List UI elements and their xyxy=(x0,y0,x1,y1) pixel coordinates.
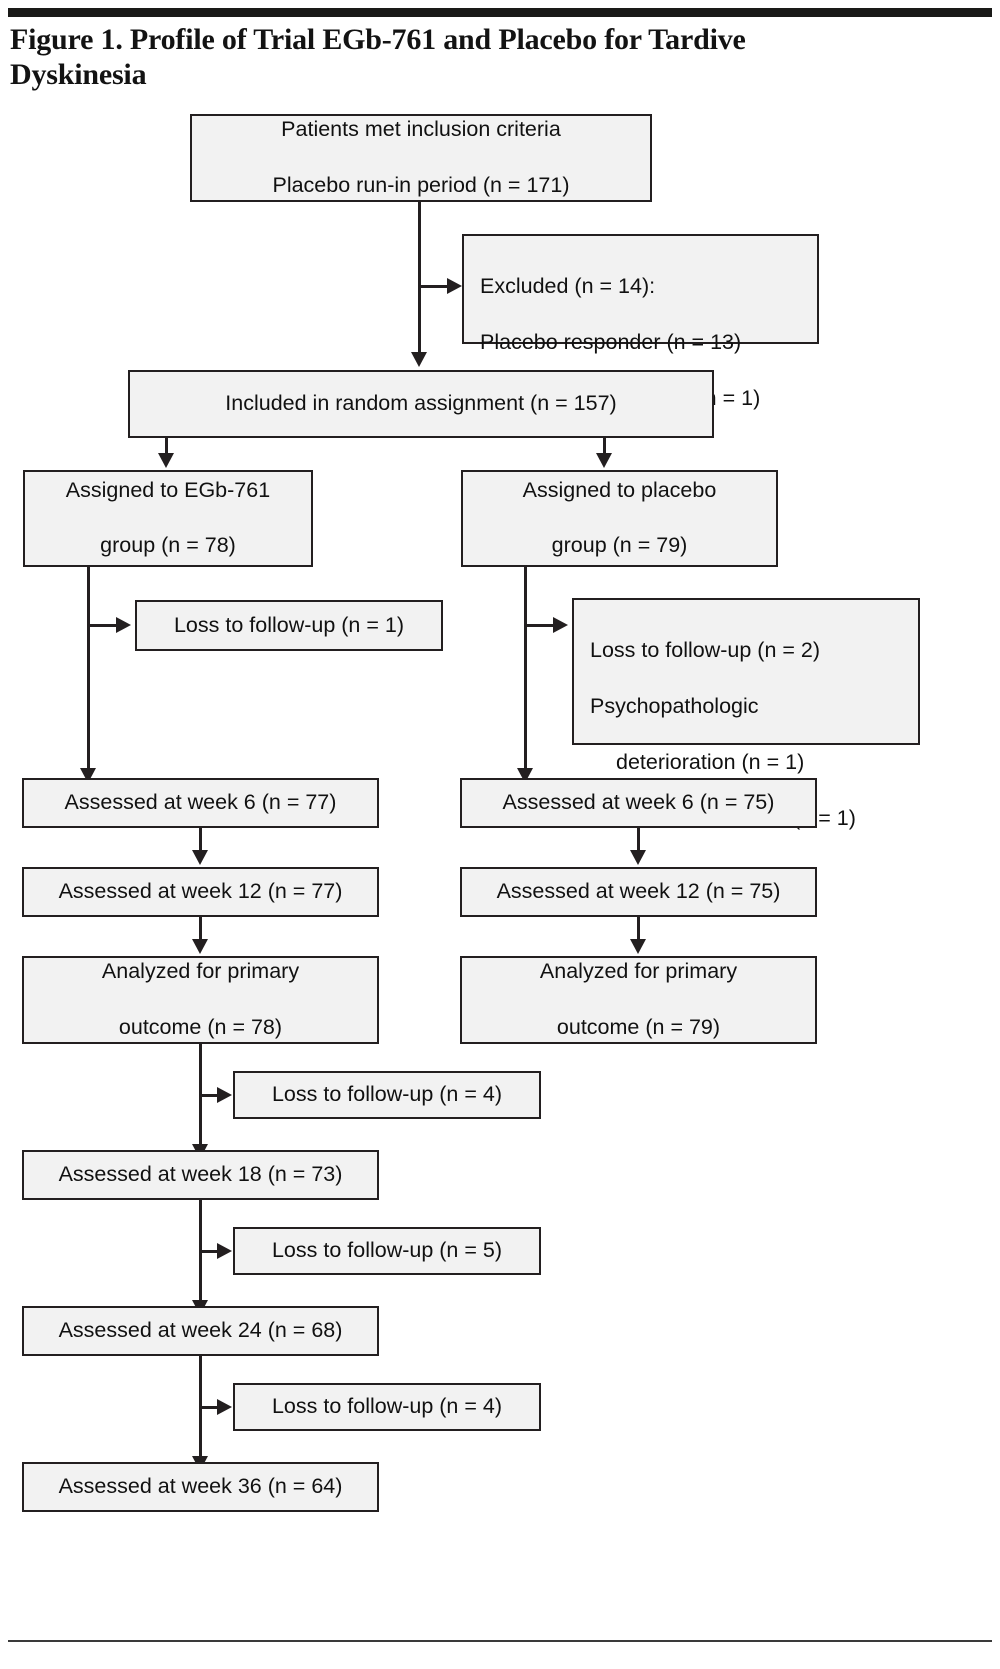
arrow-egb-to-loss1 xyxy=(116,617,131,633)
placebo-loss-1-line-3: deterioration (n = 1) xyxy=(616,749,805,774)
arrow-egb-to-loss3 xyxy=(217,1243,232,1259)
top-rule xyxy=(8,8,992,17)
arrow-enrolled-to-excluded xyxy=(447,278,462,294)
node-egb-week12: Assessed at week 12 (n = 77) xyxy=(22,867,379,917)
node-excluded: Excluded (n = 14): Placebo responder (n … xyxy=(462,234,819,410)
enrolled-line-2: Placebo run-in period (n = 171) xyxy=(272,172,570,197)
node-placebo-week12: Assessed at week 12 (n = 75) xyxy=(460,867,817,917)
node-egb-week6: Assessed at week 6 (n = 77) xyxy=(22,778,379,828)
connector-enrolled-trunk xyxy=(418,202,421,354)
connector-egb-w12-analyzed xyxy=(199,917,202,941)
egb-loss-2-text: Loss to follow-up (n = 4) xyxy=(271,1082,503,1107)
placebo-assigned-line-2: group (n = 79) xyxy=(551,533,688,558)
egb-analyzed-line-1: Analyzed for primary xyxy=(101,959,300,984)
node-egb-assigned: Assigned to EGb-761 group (n = 78) xyxy=(23,470,313,567)
arrow-egb-w12-to-analyzed xyxy=(192,939,208,954)
node-egb-loss-4: Loss to follow-up (n = 4) xyxy=(233,1383,541,1431)
figure-title: Figure 1. Profile of Trial EGb-761 and P… xyxy=(10,23,746,92)
node-egb-week18: Assessed at week 18 (n = 73) xyxy=(22,1150,379,1200)
connector-enrolled-to-excluded xyxy=(418,285,454,288)
connector-placebo-w6-w12 xyxy=(637,828,640,852)
arrow-egb-to-loss2 xyxy=(217,1087,232,1103)
node-randomized: Included in random assignment (n = 157) xyxy=(128,370,714,438)
connector-egb-arm-trunk-1 xyxy=(87,567,90,770)
egb-week24-text: Assessed at week 24 (n = 68) xyxy=(58,1318,343,1343)
egb-loss-4-text: Loss to follow-up (n = 4) xyxy=(271,1394,503,1419)
placebo-week6-text: Assessed at week 6 (n = 75) xyxy=(502,790,775,815)
connector-egb-to-loss2 xyxy=(199,1094,221,1097)
egb-loss-3-text: Loss to follow-up (n = 5) xyxy=(271,1238,503,1263)
node-placebo-loss-1: Loss to follow-up (n = 2) Psychopatholog… xyxy=(572,598,920,830)
node-placebo-week6: Assessed at week 6 (n = 75) xyxy=(460,778,817,828)
egb-analyzed-line-2: outcome (n = 78) xyxy=(118,1014,283,1039)
node-enrolled: Patients met inclusion criteria Placebo … xyxy=(190,114,652,202)
connector-randomized-left xyxy=(165,438,168,456)
arrow-enrolled-to-randomized xyxy=(411,352,427,367)
arrow-egb-to-loss4 xyxy=(217,1399,232,1415)
connector-egb-to-loss3 xyxy=(199,1250,221,1253)
egb-assigned-line-1: Assigned to EGb-761 xyxy=(65,477,271,502)
node-placebo-analyzed: Analyzed for primary outcome (n = 79) xyxy=(460,956,817,1044)
egb-week6-text: Assessed at week 6 (n = 77) xyxy=(64,790,337,815)
bottom-rule xyxy=(8,1640,992,1642)
placebo-assigned-line-1: Assigned to placebo xyxy=(522,477,717,502)
node-egb-analyzed: Analyzed for primary outcome (n = 78) xyxy=(22,956,379,1044)
connector-egb-to-loss1 xyxy=(87,624,121,627)
randomized-text: Included in random assignment (n = 157) xyxy=(225,391,617,416)
node-egb-loss-2: Loss to follow-up (n = 4) xyxy=(233,1071,541,1119)
placebo-loss-1-line-2: Psychopathologic xyxy=(590,693,759,718)
egb-loss-1-text: Loss to follow-up (n = 1) xyxy=(173,612,405,637)
arrow-placebo-w12-to-analyzed xyxy=(630,939,646,954)
connector-placebo-arm-trunk-1 xyxy=(524,567,527,770)
egb-assigned-line-2: group (n = 78) xyxy=(100,533,236,558)
placebo-loss-1-line-1: Loss to follow-up (n = 2) xyxy=(590,637,821,662)
connector-randomized-right xyxy=(603,438,606,456)
egb-week18-text: Assessed at week 18 (n = 73) xyxy=(58,1162,343,1187)
egb-week12-text: Assessed at week 12 (n = 77) xyxy=(58,879,343,904)
node-egb-loss-3: Loss to follow-up (n = 5) xyxy=(233,1227,541,1275)
placebo-analyzed-line-2: outcome (n = 79) xyxy=(556,1014,721,1039)
arrow-egb-w6-to-w12 xyxy=(192,850,208,865)
connector-egb-w6-w12 xyxy=(199,828,202,852)
connector-egb-to-loss4 xyxy=(199,1406,221,1409)
node-egb-week36: Assessed at week 36 (n = 64) xyxy=(22,1462,379,1512)
node-placebo-assigned: Assigned to placebo group (n = 79) xyxy=(461,470,778,567)
connector-placebo-w12-analyzed xyxy=(637,917,640,941)
arrow-randomized-to-placebo xyxy=(596,453,612,468)
enrolled-line-1: Patients met inclusion criteria xyxy=(281,117,561,142)
placebo-week12-text: Assessed at week 12 (n = 75) xyxy=(496,879,781,904)
node-egb-week24: Assessed at week 24 (n = 68) xyxy=(22,1306,379,1356)
excluded-line-2: Placebo responder (n = 13) xyxy=(480,329,742,354)
egb-week36-text: Assessed at week 36 (n = 64) xyxy=(58,1474,343,1499)
node-egb-loss-1: Loss to follow-up (n = 1) xyxy=(135,600,443,651)
arrow-placebo-w6-to-w12 xyxy=(630,850,646,865)
arrow-placebo-to-loss1 xyxy=(553,617,568,633)
connector-placebo-to-loss1 xyxy=(524,624,558,627)
arrow-randomized-to-egb xyxy=(158,453,174,468)
excluded-line-1: Excluded (n = 14): xyxy=(480,273,656,298)
placebo-analyzed-line-1: Analyzed for primary xyxy=(539,959,738,984)
